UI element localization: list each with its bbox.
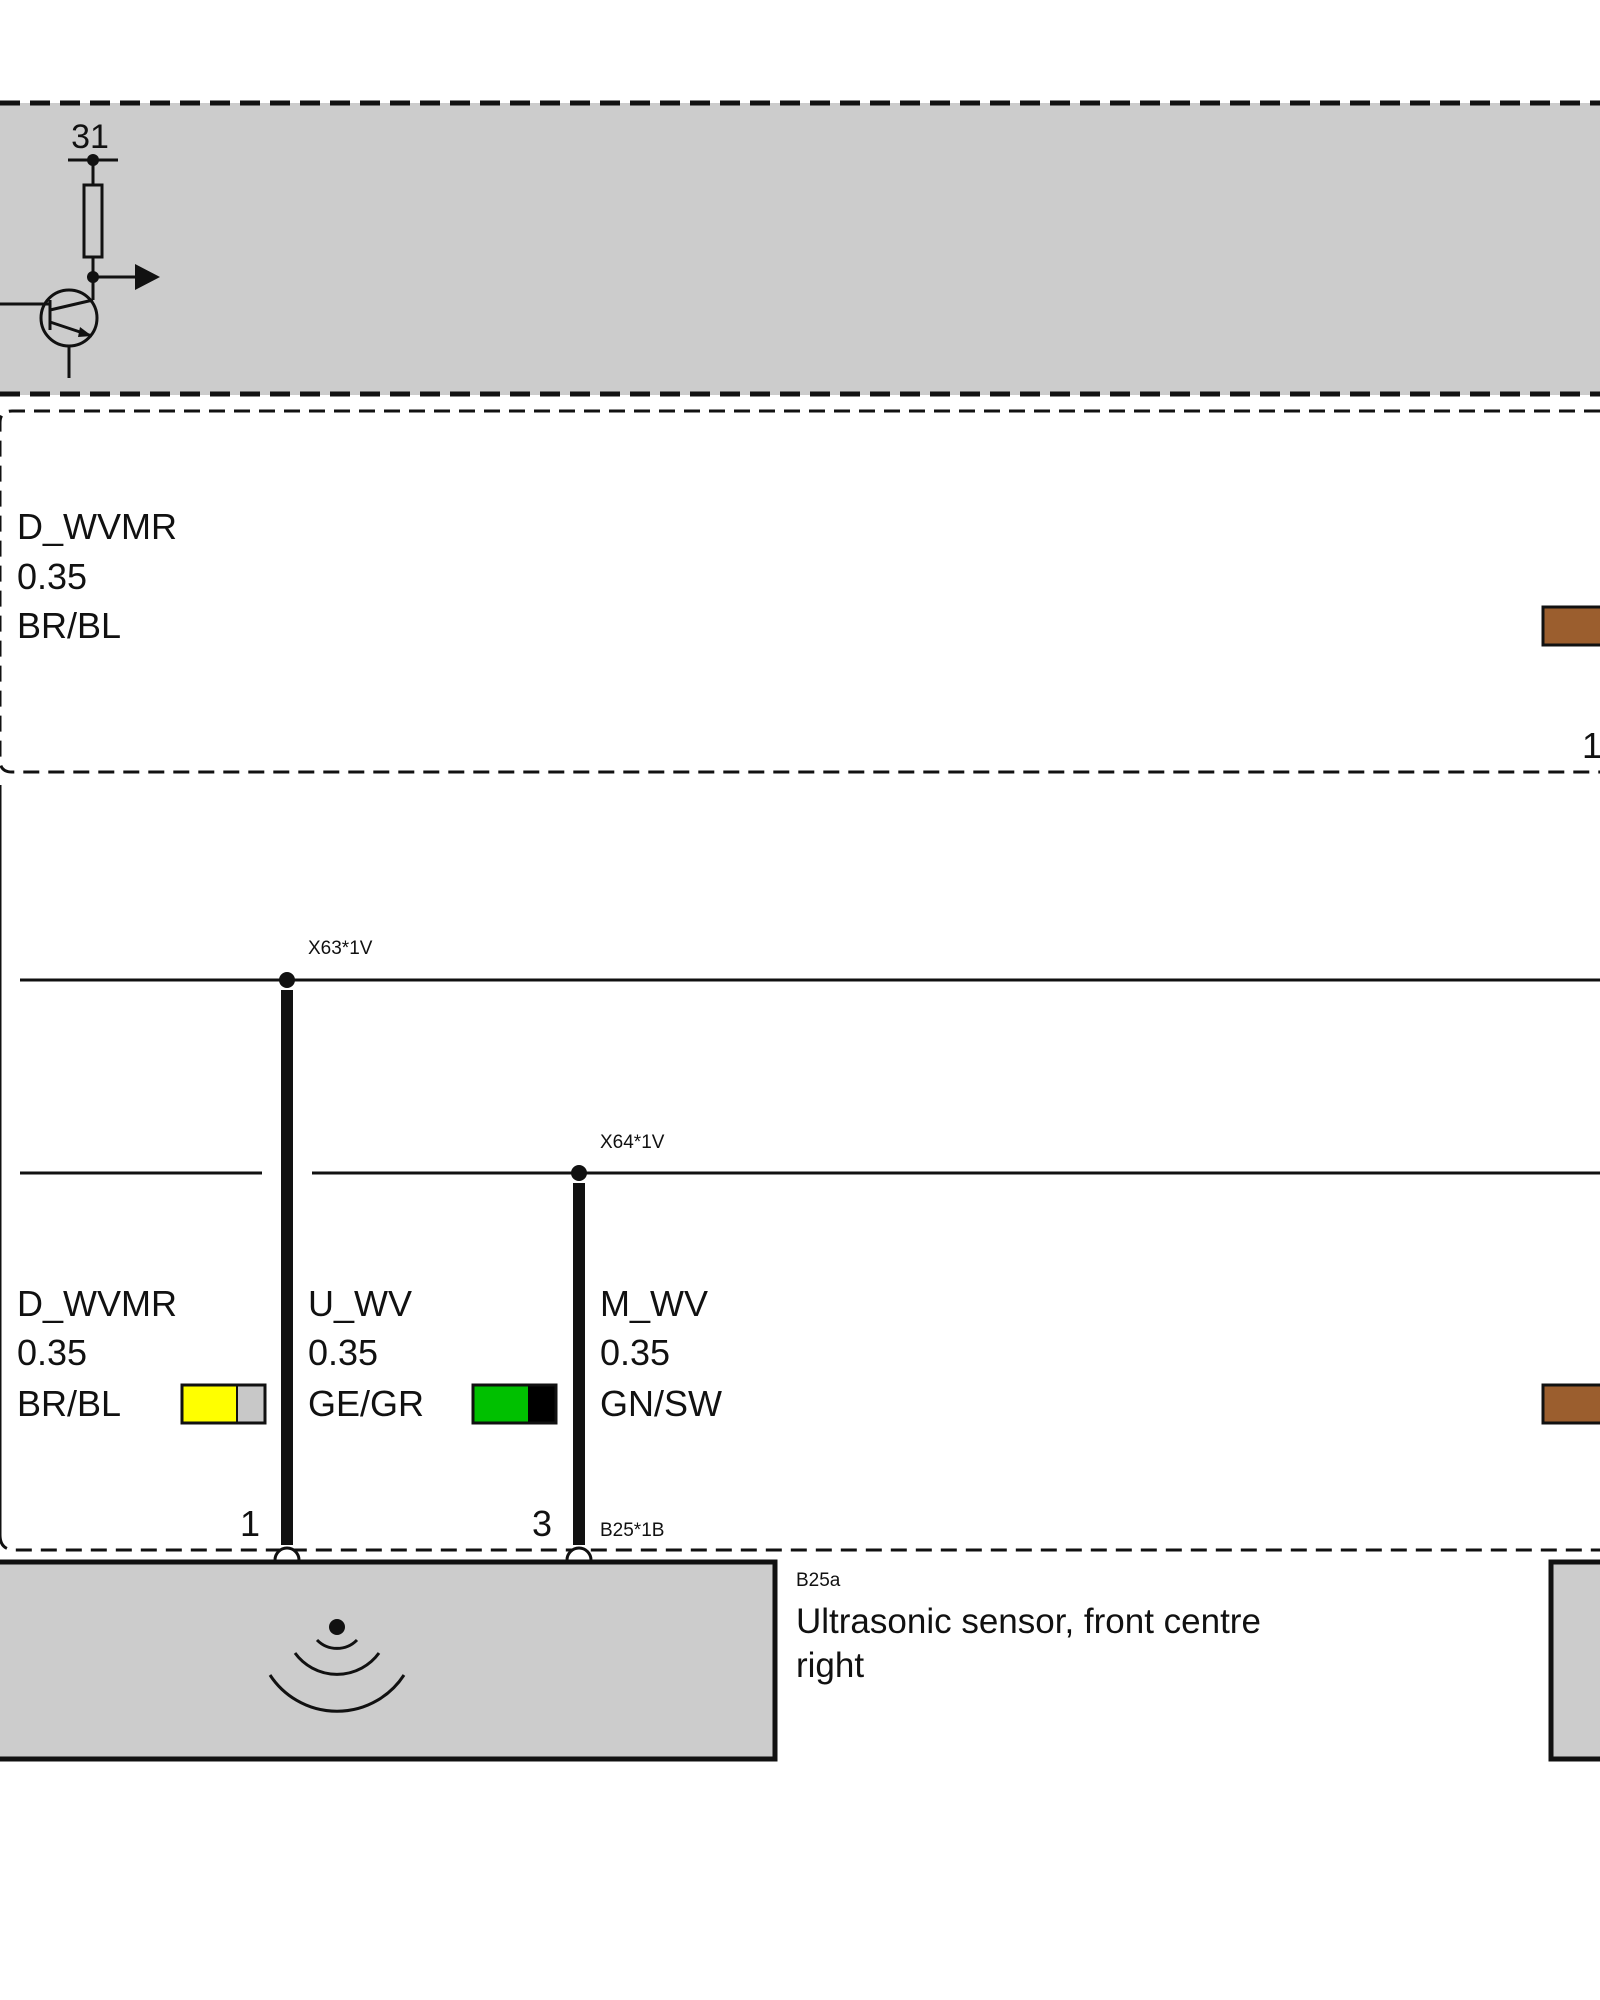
- upper-wire-box: D_WVMR 0.35 BR/BL 1: [0, 409, 1600, 774]
- bus-line-x63: X63*1V: [20, 938, 1600, 988]
- upper-wire-signal: D_WVMR: [17, 506, 177, 547]
- wire3-color-code: GN/SW: [600, 1383, 722, 1424]
- upper-wire-pin-label: 1: [1582, 725, 1600, 766]
- lower-wire-box: D_WVMR 0.35 BR/BL 1 U_WV 0.35 GE/GR 3 M_…: [0, 1283, 1600, 1552]
- wire2-color-code: GE/GR: [308, 1383, 424, 1424]
- connector-b25-label: B25*1B: [600, 1520, 664, 1541]
- wire3-signal: M_WV: [600, 1283, 708, 1324]
- upper-wire-color-code: BR/BL: [17, 605, 121, 646]
- component-id: B25a: [796, 1570, 841, 1591]
- connector-x64-node: [571, 1165, 587, 1181]
- connector-x64-label: X64*1V: [600, 1132, 665, 1153]
- transistor-pullup-symbol: 31: [0, 118, 160, 378]
- right-color-swatch: [1541, 1383, 1600, 1425]
- wire1-color-code: BR/BL: [17, 1383, 121, 1424]
- wire1-pin-label: 1: [240, 1503, 260, 1544]
- sensor-plug-contacts: [273, 1546, 593, 1561]
- ultrasonic-icon: [268, 1619, 406, 1713]
- wire2-size: 0.35: [308, 1332, 378, 1373]
- output-arrow-icon: [135, 264, 160, 290]
- wire1-signal: D_WVMR: [17, 1283, 177, 1324]
- upper-wire-color-swatch: [1541, 605, 1600, 647]
- control-module: [0, 100, 1600, 397]
- wire2-signal: U_WV: [308, 1283, 412, 1324]
- wire1-color-swatch: [180, 1383, 267, 1425]
- wire3-size: 0.35: [600, 1332, 670, 1373]
- connector-x63-node: [279, 972, 295, 988]
- upper-wire-size: 0.35: [17, 556, 87, 597]
- wire2-pin-label: 3: [532, 1503, 552, 1544]
- ultrasonic-sensor-component: B25a Ultrasonic sensor, front centre rig…: [0, 1559, 1261, 1762]
- component-name-line1: Ultrasonic sensor, front centre: [796, 1602, 1261, 1641]
- ground-terminal-label: 31: [71, 118, 109, 156]
- connector-x63-label: X63*1V: [308, 938, 373, 959]
- wire1-size: 0.35: [17, 1332, 87, 1373]
- bus-line-x64: X64*1V: [20, 1132, 1600, 1181]
- component-name-line2: right: [796, 1646, 864, 1685]
- wire2-color-swatch: [471, 1383, 558, 1425]
- adjacent-component-partial: [1548, 1559, 1600, 1762]
